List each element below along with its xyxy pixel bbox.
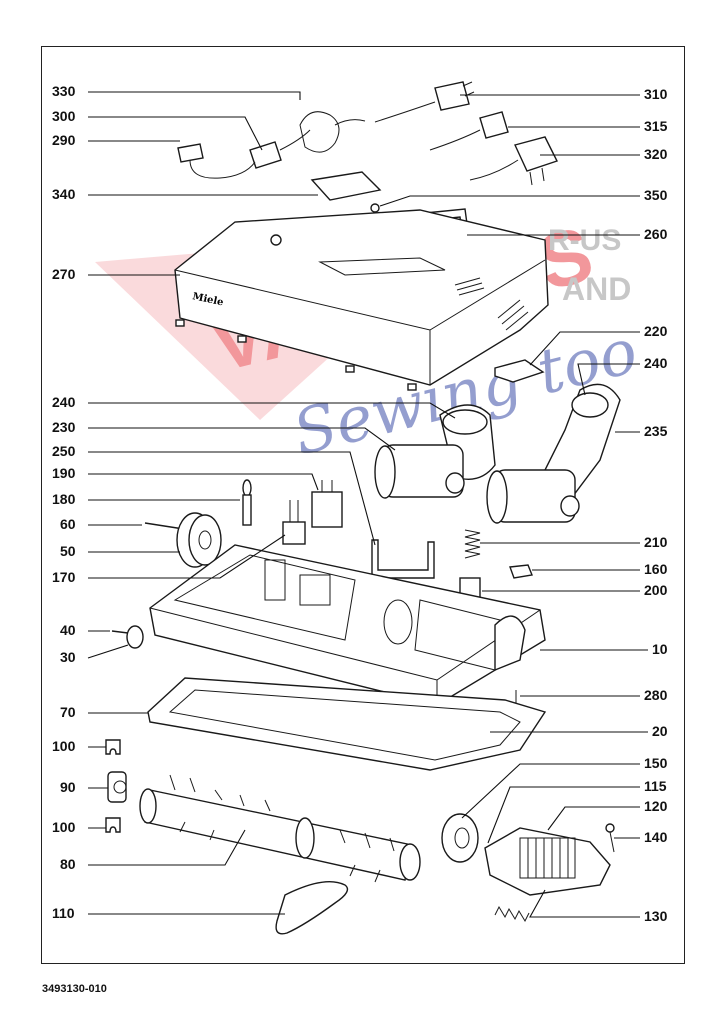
wheel-30-drawing: [126, 625, 144, 649]
callout-60: 60: [60, 516, 76, 532]
screw-140-drawing: [605, 823, 615, 853]
terminal-190-drawing: [311, 480, 343, 528]
holder-100-top-drawing: [105, 739, 121, 755]
base-plate-70-drawing: [147, 677, 547, 771]
base-housing-10-drawing: [149, 544, 546, 706]
wheel-housing-235-drawing: [486, 383, 621, 524]
callout-150: 150: [644, 755, 668, 771]
callout-300: 300: [52, 108, 76, 124]
callout-320: 320: [644, 146, 668, 162]
bracket-250-drawing: [371, 539, 435, 579]
spring-210-drawing: [464, 529, 481, 559]
screw-40-drawing: [111, 630, 129, 634]
holder-100-bottom-drawing: [105, 817, 121, 833]
callout-280: 280: [644, 687, 668, 703]
callout-250: 250: [52, 443, 76, 459]
callout-260: 260: [644, 226, 668, 242]
callout-310: 310: [644, 86, 668, 102]
callout-270: 270: [52, 266, 76, 282]
watermark-middle-right-text: AND: [562, 271, 631, 307]
callout-10: 10: [652, 641, 668, 657]
callout-200: 200: [644, 582, 668, 598]
cord-clip-drawing: [310, 171, 382, 201]
wheel-housing-230-drawing: [374, 404, 496, 499]
switch-220-drawing: [494, 359, 545, 383]
connector-170-drawing: [282, 500, 306, 545]
callout-140: 140: [644, 829, 668, 845]
callout-210: 210: [644, 534, 668, 550]
watermark-top-right-text: R-US: [548, 224, 621, 257]
belt-110-drawing: [275, 880, 349, 935]
clip-160-drawing: [509, 564, 533, 579]
callout-90: 90: [60, 779, 76, 795]
callout-240-right: 240: [644, 355, 668, 371]
callout-190: 190: [52, 465, 76, 481]
callout-290: 290: [52, 132, 76, 148]
callout-70: 70: [60, 704, 76, 720]
callout-20: 20: [652, 723, 668, 739]
callouts-right: 310 315 320 350 260 220 240 235 210 160 …: [379, 86, 668, 924]
callout-80: 80: [60, 856, 76, 872]
callouts-left: 330 300 290 340 270 240 230 250 190 180 …: [52, 83, 456, 921]
callout-220: 220: [644, 323, 668, 339]
wheel-50-drawing: [176, 512, 222, 568]
parts-drawings: Miele: [105, 81, 621, 935]
callout-230: 230: [52, 419, 76, 435]
callout-160: 160: [644, 561, 668, 577]
callout-115: 115: [644, 778, 667, 794]
callout-110: 110: [52, 905, 75, 921]
top-cover-drawing: Miele: [174, 209, 549, 391]
callout-340: 340: [52, 186, 76, 202]
pulley-150-drawing: [441, 813, 479, 863]
plug-group-drawing: [177, 81, 558, 186]
callout-350: 350: [644, 187, 668, 203]
lamp-180-drawing: [242, 479, 252, 526]
document-number: 3493130-010: [42, 983, 107, 995]
callout-30: 30: [60, 649, 76, 665]
callout-130: 130: [644, 908, 668, 924]
motor-120-drawing: [484, 827, 611, 896]
bearing-90-drawing: [107, 771, 127, 803]
callout-120: 120: [644, 798, 668, 814]
callout-180: 180: [52, 491, 76, 507]
callout-330: 330: [52, 83, 76, 99]
callout-235: 235: [644, 423, 668, 439]
callout-100-bottom: 100: [52, 819, 76, 835]
callout-240-left: 240: [52, 394, 76, 410]
callout-170: 170: [52, 569, 76, 585]
callout-100-top: 100: [52, 738, 76, 754]
brush-roller-80-drawing: [139, 774, 421, 883]
callout-315: 315: [644, 118, 668, 134]
diagram-frame: [41, 46, 685, 964]
callout-50: 50: [60, 543, 76, 559]
callout-40: 40: [60, 622, 76, 638]
spring-130-drawing: [494, 905, 530, 923]
